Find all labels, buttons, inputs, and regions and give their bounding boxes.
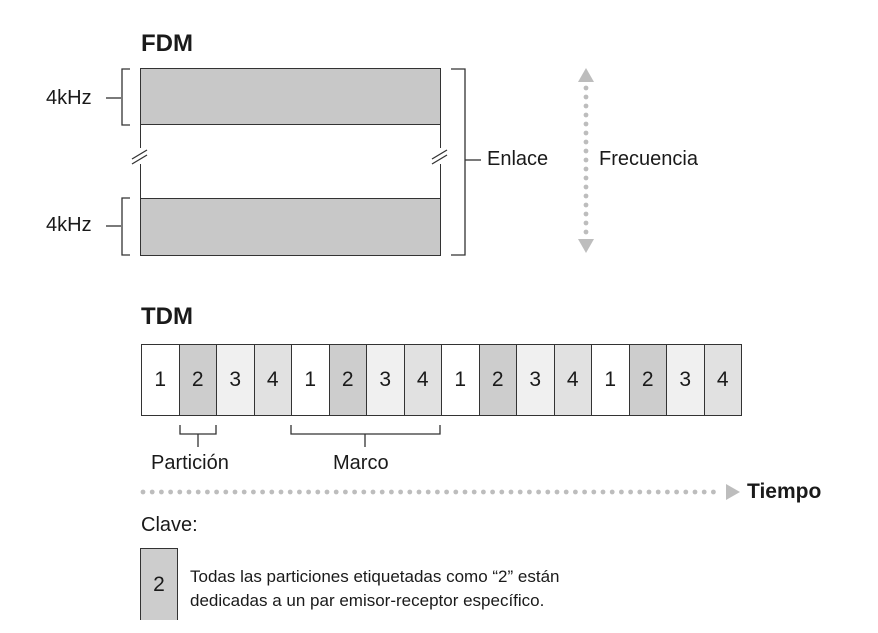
time-axis-arrow xyxy=(140,484,740,500)
tdm-slot: 4 xyxy=(703,344,742,416)
fdm-frequency-label: Frecuencia xyxy=(599,148,698,170)
fdm-channel-top xyxy=(140,68,441,125)
tdm-slot: 1 xyxy=(441,344,480,416)
fdm-link-bracket xyxy=(451,68,481,256)
tdm-slot: 1 xyxy=(141,344,180,416)
partition-bracket xyxy=(179,425,217,447)
tdm-slot: 3 xyxy=(666,344,705,416)
key-description-line-2: dedicadas a un par emisor-receptor espec… xyxy=(190,591,545,610)
key-sample-slot: 2 xyxy=(140,548,178,620)
fdm-band-top-label: 4kHz xyxy=(46,87,92,109)
break-mark-left xyxy=(130,148,150,165)
key-title: Clave: xyxy=(141,514,198,536)
tdm-slot: 2 xyxy=(178,344,217,416)
tdm-slot: 1 xyxy=(591,344,630,416)
break-mark-right xyxy=(430,148,450,165)
fdm-band-bottom-label: 4kHz xyxy=(46,214,92,236)
partition-label: Partición xyxy=(151,452,229,474)
tdm-slot: 3 xyxy=(366,344,405,416)
fdm-top-bracket xyxy=(106,68,130,126)
frequency-axis-arrow xyxy=(578,68,594,253)
fdm-link-label: Enlace xyxy=(487,148,549,170)
fdm-title: FDM xyxy=(141,30,193,57)
frame-bracket xyxy=(290,425,441,447)
tdm-slot: 2 xyxy=(478,344,517,416)
tdm-slot: 4 xyxy=(253,344,292,416)
tdm-slot: 4 xyxy=(403,344,442,416)
tdm-slot: 1 xyxy=(291,344,330,416)
tdm-slot: 3 xyxy=(216,344,255,416)
tdm-slot: 2 xyxy=(628,344,667,416)
time-label: Tiempo xyxy=(747,480,822,503)
fdm-channel-bottom xyxy=(140,198,441,256)
key-description-line-1: Todas las particiones etiquetadas como “… xyxy=(190,567,560,586)
tdm-title: TDM xyxy=(141,303,193,330)
key-description: Todas las particiones etiquetadas como “… xyxy=(190,565,559,613)
fdm-bottom-bracket xyxy=(106,197,130,256)
tdm-slot: 2 xyxy=(328,344,367,416)
tdm-slot: 3 xyxy=(516,344,555,416)
tdm-slot: 4 xyxy=(553,344,592,416)
frame-label: Marco xyxy=(333,452,389,474)
